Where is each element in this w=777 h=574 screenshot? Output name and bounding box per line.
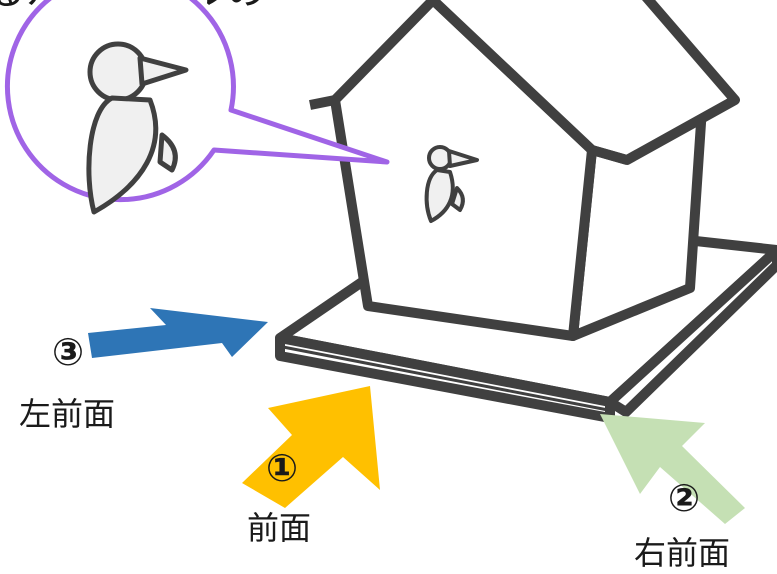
birdhouse-icon (309, 0, 740, 341)
view-number-3: ③ (52, 330, 85, 374)
callout-bubble (4, 0, 390, 215)
woodpecker-icon (424, 145, 479, 223)
view-number-2: ② (668, 476, 701, 520)
view-number-1: ① (266, 446, 299, 490)
front-view-arrow (242, 386, 380, 508)
view-label-right-front: 右前面 (634, 534, 731, 572)
right-front-view-arrow (600, 414, 745, 524)
left-front-view-arrow (88, 308, 268, 358)
view-label-left-front: 左前面 (19, 395, 116, 433)
woodpecker-icon-large (86, 41, 189, 215)
view-label-front: 前面 (247, 509, 312, 547)
